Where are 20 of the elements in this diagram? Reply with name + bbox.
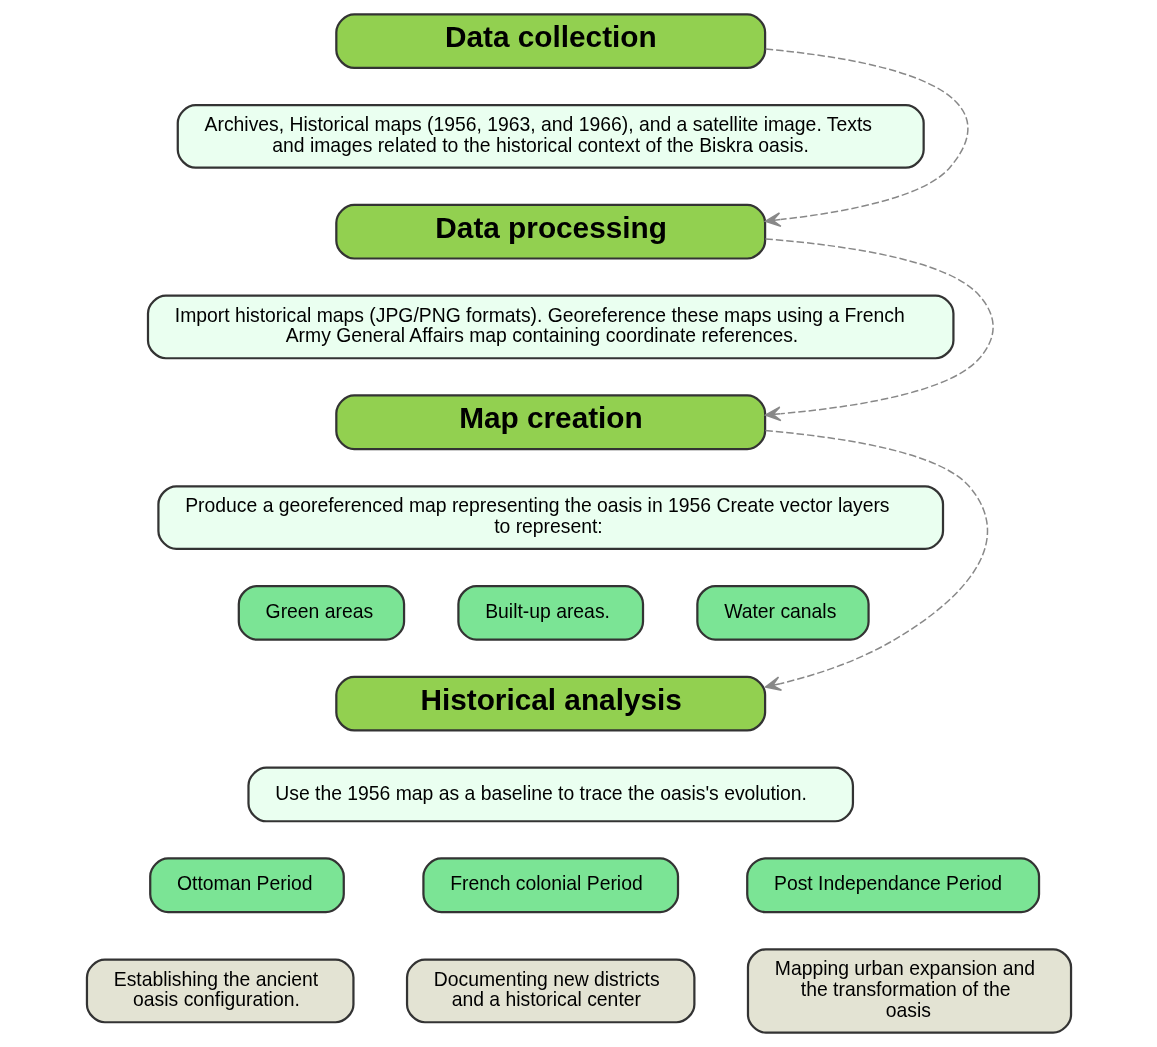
node-box: Data collection xyxy=(334,13,766,70)
node-box: Data processing xyxy=(334,203,766,260)
node-box: Mapping urban expansion and the transformation of the oasis xyxy=(746,948,1072,1034)
node-box: Archives, Historical maps (1956, 1963, and 1966), and a satellite image. Texts and images related to the historical context of the Biskra oasis. xyxy=(176,104,925,169)
node-box: Establishing the ancient oasis configuration. xyxy=(85,958,355,1024)
node-box: Use the 1956 map as a baseline to trace the oasis's evolution. xyxy=(246,766,854,823)
node-box: Green areas xyxy=(237,584,405,641)
node-box: Produce a georeferenced map representing the oasis in 1956 Create vector layers to represent: xyxy=(156,485,944,550)
node-box: Map creation xyxy=(334,394,766,451)
arrow xyxy=(764,238,994,422)
node-box: Water canals xyxy=(695,584,870,641)
node-box: Import historical maps (JPG/PNG formats). Georeference these maps using a French Army General Affairs map containing coordinate references. xyxy=(146,294,955,360)
node-box: Built-up areas. xyxy=(456,584,644,641)
node-box: Historical analysis xyxy=(334,675,766,732)
node-box: Documenting new districts and a historical center xyxy=(405,958,695,1024)
node-box: Post Independance Period xyxy=(745,857,1040,914)
arrow xyxy=(764,429,988,691)
node-box: French colonial Period xyxy=(421,857,679,914)
node-box: Ottoman Period xyxy=(148,857,345,914)
arrow xyxy=(764,48,968,227)
